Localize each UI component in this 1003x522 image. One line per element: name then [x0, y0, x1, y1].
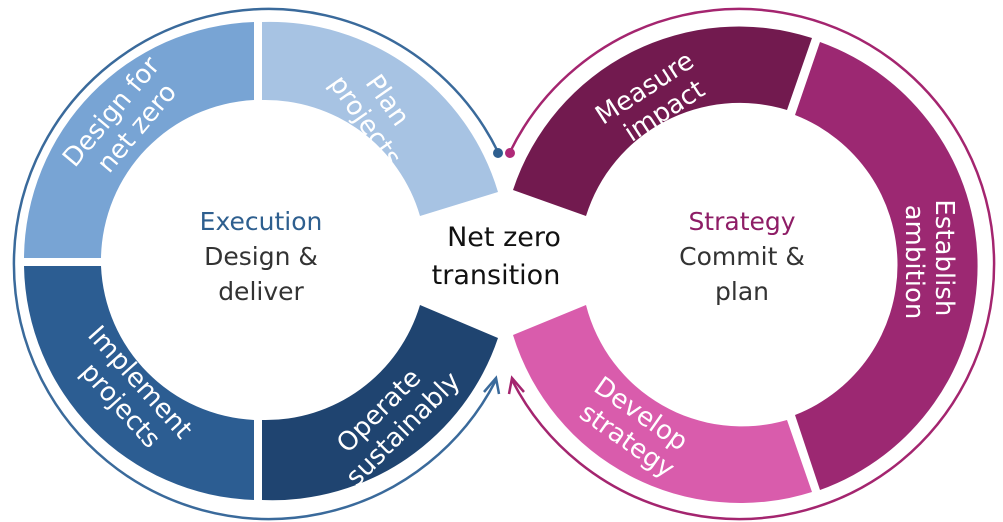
right-ring-arrow-icon — [507, 375, 525, 395]
execution-ring — [24, 21, 498, 501]
center-title-line1: Net zero — [447, 222, 561, 253]
right-ring-end-dot — [505, 148, 515, 158]
execution-title-block: Execution Design & deliver — [200, 207, 323, 306]
execution-subtitle-line1: Design & — [204, 242, 318, 271]
segment-design-for-net-zero — [24, 22, 254, 258]
segment-plan-projects — [262, 21, 498, 216]
segment-implement-projects — [24, 266, 254, 500]
right-outer-ring — [505, 7, 996, 521]
execution-subtitle-line2: deliver — [218, 277, 304, 306]
strategy-subtitle-line1: Commit & — [679, 242, 805, 271]
segment-operate-sustainably — [262, 305, 498, 501]
strategy-ring — [513, 26, 978, 504]
left-ring-arrow-icon — [483, 375, 501, 395]
segment-establish-ambition — [795, 42, 978, 490]
left-ring-end-dot — [493, 148, 503, 158]
left-outer-ring — [12, 7, 503, 521]
center-title-block: Net zero transition — [432, 222, 561, 291]
strategy-title-block: Strategy Commit & plan — [679, 207, 805, 306]
label-establish-ambition: Establish ambition — [899, 199, 959, 324]
execution-title: Execution — [200, 207, 323, 236]
segment-measure-impact — [513, 26, 812, 217]
center-title-line2: transition — [432, 260, 561, 291]
strategy-title: Strategy — [688, 207, 795, 236]
center-overlap — [420, 216, 586, 305]
segment-develop-strategy — [513, 305, 812, 504]
strategy-subtitle-line2: plan — [715, 277, 769, 306]
